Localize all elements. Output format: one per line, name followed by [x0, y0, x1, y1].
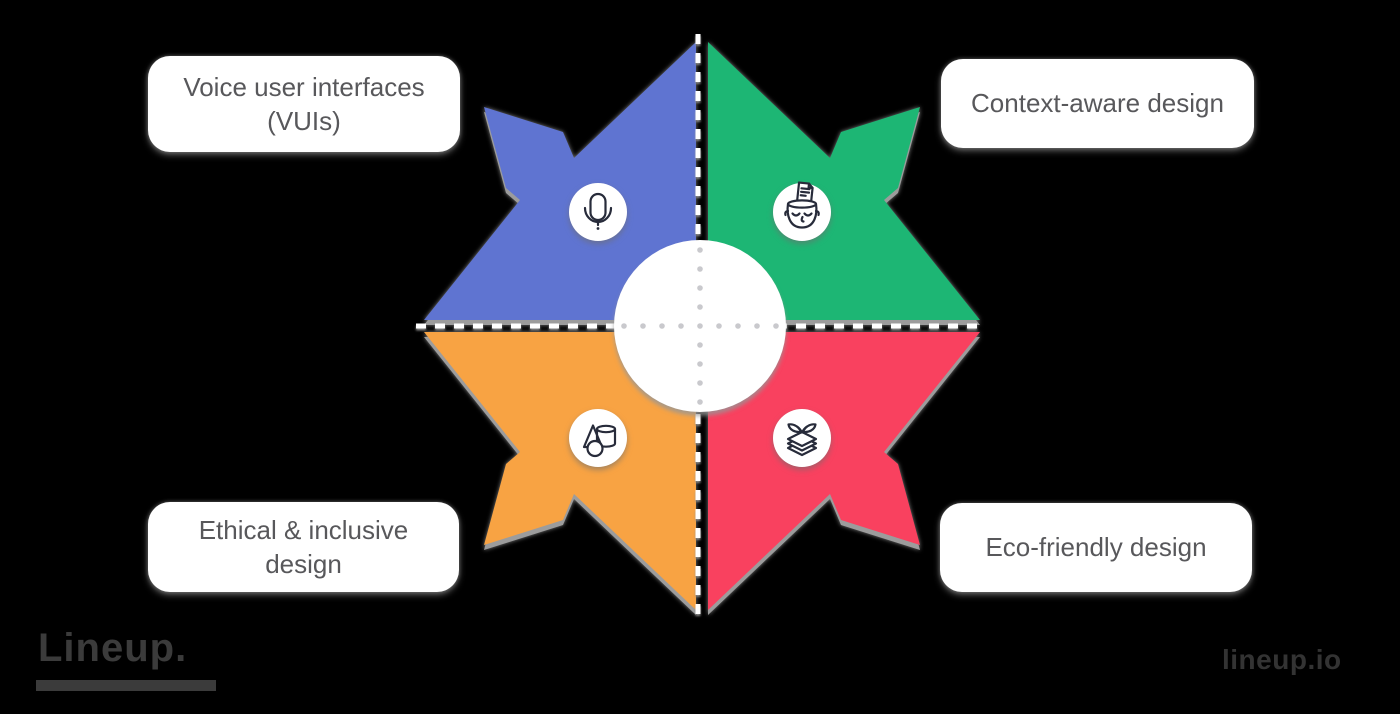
label-text: Eco-friendly design	[985, 532, 1207, 563]
icon-circle-context	[773, 183, 831, 241]
leaf-stack-icon	[786, 423, 818, 457]
logo-underline-bar	[36, 680, 216, 691]
label-text: Context-aware design	[971, 88, 1224, 119]
quadrant-arrow-bottom-left	[424, 332, 696, 610]
quadrant-arrow-top-left	[424, 42, 696, 320]
quadrant-arrow-bottom-right	[708, 332, 980, 610]
quadrant-arrow-top-right	[708, 42, 980, 320]
crosshair-dots	[621, 247, 779, 405]
label-text: Ethical & inclusive design	[198, 514, 409, 579]
label-card-eco-friendly-design: Eco-friendly design	[940, 503, 1252, 592]
label-card-ethical-inclusive-design: Ethical & inclusive design	[148, 502, 459, 592]
label-card-voice-user-interfaces: Voice user interfaces (VUIs)	[148, 56, 460, 152]
geometric-shapes-icon	[582, 424, 617, 458]
website-text: lineup.io	[1222, 644, 1342, 675]
head-document-icon	[784, 181, 820, 229]
label-text: Voice user interfaces (VUIs)	[183, 71, 425, 136]
microphone-icon	[583, 192, 613, 230]
logo-text: Lineup.	[38, 626, 188, 670]
label-card-context-aware-design: Context-aware design	[941, 59, 1254, 148]
icon-circle-voice	[569, 183, 627, 241]
